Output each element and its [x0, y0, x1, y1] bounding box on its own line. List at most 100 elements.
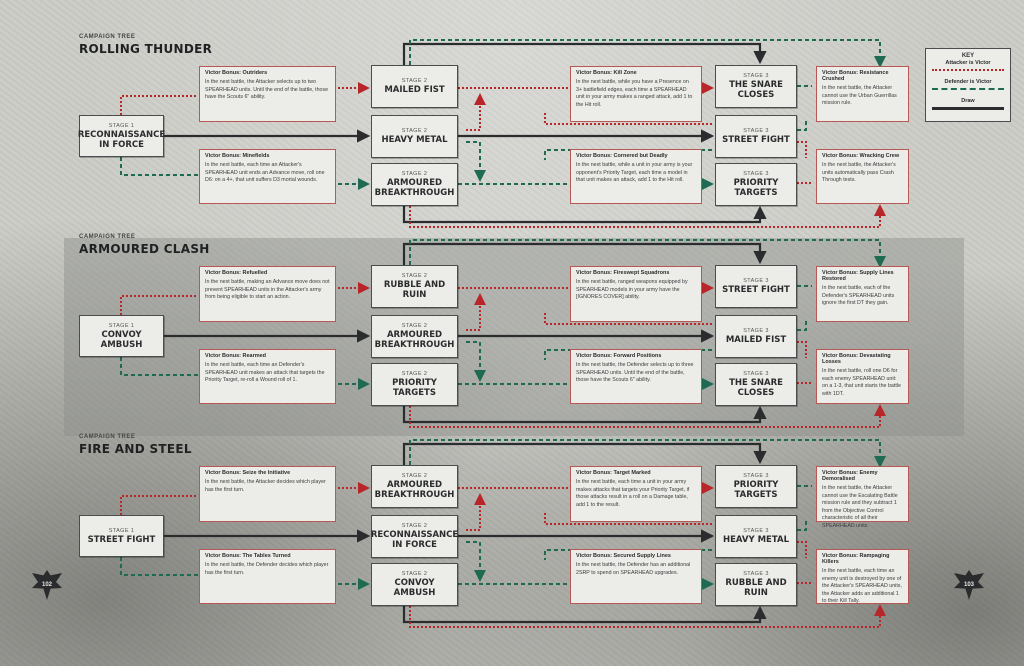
bonus-text: In the next battle, roll one D6 for each…	[822, 368, 901, 397]
stage-name: ARMOURED BREAKTHROUGH	[374, 480, 455, 500]
stage-name: MAILED FIST	[725, 335, 787, 345]
bonus-text: In the next battle, ranged weapons equip…	[576, 279, 688, 301]
stage-label: STAGE 2	[401, 171, 428, 177]
bonus-title: Victor Bonus: Rearmed	[205, 353, 267, 359]
def-connector	[797, 318, 807, 331]
def-connector	[797, 118, 807, 131]
def-connector	[797, 518, 807, 531]
atk-connector	[466, 493, 486, 531]
key-label-defender: Defender is Victor	[944, 79, 992, 85]
stage-label: STAGE 2	[401, 571, 428, 577]
stage-label: STAGE 3	[743, 328, 769, 334]
atk-connector	[120, 495, 198, 515]
stage-name: ARMOURED BREAKTHROUGH	[374, 330, 455, 350]
bonus-title: Victor Bonus: Seize the Initiative	[205, 470, 291, 476]
bonus-attacker-box: Victor Bonus: Outriders In the next battl…	[199, 66, 336, 122]
def-connector	[466, 141, 486, 182]
stage-label: STAGE 1	[108, 527, 135, 534]
bonus-title: Victor Bonus: Wracking Crew	[822, 153, 900, 159]
def-connector	[409, 239, 886, 268]
bonus-text: In the next battle, the Defender decides…	[205, 562, 329, 576]
tree-subtitle: CAMPAIGN TREE	[79, 434, 136, 440]
key-line-defender	[932, 88, 1004, 90]
stage-label: STAGE 3	[743, 371, 769, 377]
stage-label: STAGE 2	[401, 371, 428, 377]
stage-name: RUBBLE AND RUIN	[383, 280, 446, 300]
stage-label: STAGE 2	[401, 473, 428, 479]
stage-name: PRIORITY TARGETS	[392, 378, 437, 398]
tree-title: ROLLING THUNDER	[79, 42, 213, 56]
def-connector	[466, 541, 486, 582]
stage-label: STAGE 2	[401, 128, 428, 134]
draw-connector	[402, 242, 767, 265]
bonus-text: In the next battle, the Attacker's units…	[822, 162, 896, 184]
bonus-title: Victor Bonus: Refuelled	[205, 270, 268, 276]
stage-name: THE SNARE CLOSES	[729, 378, 783, 398]
stage-name: HEAVY METAL	[722, 535, 789, 545]
stage-label: STAGE 2	[401, 323, 428, 329]
bonus-text: In the next battle, the Defender selects…	[576, 362, 694, 384]
tree-subtitle: CAMPAIGN TREE	[79, 34, 136, 40]
tree-subtitle: CAMPAIGN TREE	[79, 234, 136, 240]
stage-label: STAGE 2	[401, 273, 428, 279]
stage-name: RECONNAISSANCE IN FORCE	[370, 530, 459, 550]
bonus-text: In the next battle, the Attacker selects…	[205, 79, 329, 101]
stage-name: THE SNARE CLOSES	[729, 80, 783, 100]
key-line-draw	[932, 107, 1004, 110]
stage-name: MAILED FIST	[384, 85, 445, 95]
bonus-title: Victor Bonus: Outriders	[205, 70, 268, 76]
page-number-right: 103	[963, 582, 974, 588]
stage-name: CONVOY AMBUSH	[100, 329, 143, 350]
bonus-text: In the next battle, each time an enemy u…	[822, 568, 902, 605]
key-row-defender: Defender is Victor	[926, 78, 1010, 97]
bonus-title: Victor Bonus: Kill Zone	[576, 70, 637, 76]
def-connector	[120, 357, 198, 376]
bonus-title: Victor Bonus: Secured Supply Lines	[576, 553, 671, 559]
stage-label: STAGE 3	[743, 171, 769, 177]
page-number-right-badge: 103	[954, 570, 984, 600]
bonus-title: Victor Bonus: The Tables Turned	[205, 553, 291, 559]
stage-label: STAGE 2	[401, 523, 428, 529]
key-label-attacker: Attacker is Victor	[945, 60, 991, 66]
bonus-text: In the next battle, while a unit in your…	[576, 162, 693, 184]
def-connector	[409, 439, 886, 468]
page-number-left-badge: 102	[32, 570, 62, 600]
stage-name: STREET FIGHT	[87, 534, 156, 545]
def-connector	[466, 341, 486, 382]
bonus-title: Victor Bonus: Minefields	[205, 153, 270, 159]
draw-connector	[402, 205, 767, 224]
atk-connector	[120, 295, 198, 315]
bonus-text: In the next battle, the Attacker cannot …	[822, 485, 898, 529]
bonus-text: In the next battle, each of the Defender…	[822, 285, 895, 307]
atk-connector	[409, 404, 886, 428]
atk-connector	[797, 541, 807, 558]
key-row-attacker: Attacker is Victor	[926, 59, 1010, 78]
stage-name: ARMOURED BREAKTHROUGH	[374, 178, 455, 198]
key-row-draw: Draw	[926, 97, 1010, 116]
atk-connector	[466, 293, 486, 331]
stage-name: CONVOY AMBUSH	[393, 578, 436, 598]
